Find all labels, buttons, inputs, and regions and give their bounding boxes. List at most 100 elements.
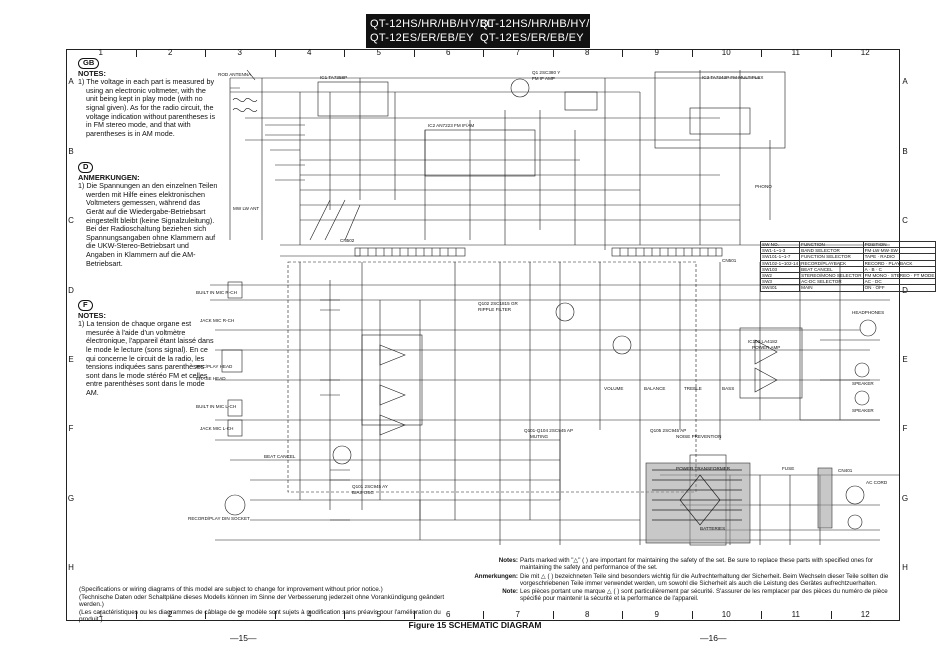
column-divider (344, 611, 345, 619)
function-table-cell: ON · OFF (862, 284, 937, 292)
row-letter: A (902, 77, 908, 87)
cn401-label: CN401 (838, 468, 853, 473)
spec-note-en: (Specifications or wiring diagrams of th… (79, 586, 383, 593)
column-divider (761, 611, 762, 619)
column-divider (691, 611, 693, 619)
column-number: 5 (376, 48, 381, 57)
column-number: 10 (721, 610, 731, 619)
column-divider (205, 49, 206, 57)
q1-label: Q1 2SC380 Y (532, 70, 560, 75)
notes-f: F NOTES: 1) La tension de chaque organe … (78, 300, 218, 398)
safety-note-en: Notes: Parts marked with "△" ( ) are imp… (466, 557, 906, 572)
column-number: 9 (654, 48, 659, 57)
column-number: 6 (446, 48, 451, 57)
safety-note-de-text: Die mit △ ( ) bezeichneten Teile sind be… (520, 572, 889, 587)
bass-label: BASS (722, 386, 734, 391)
spec-note-fr: (Les caractéristiques ou les diagrammes … (79, 608, 441, 624)
function-table-cell: RECORD/PLAYBACK (799, 259, 864, 267)
function-table-cell: FM MONO · STEREO · FT MODE (862, 271, 937, 280)
fuse-label: FUSE (782, 466, 794, 471)
function-table-cell: AC · DC (862, 278, 937, 286)
model-title-line1-left: QT-12HS/HR/HB/HY/BL (370, 18, 494, 30)
model-title-line2-left: QT-12ES/ER/EB/EY (370, 32, 474, 44)
spec-note-de: (Technische Daten oder Schaltpläne diese… (79, 593, 445, 609)
function-table-cell: SW401 (759, 284, 801, 292)
column-divider (274, 49, 276, 57)
ic2-label: IC2 AN7223 FM IF/AM (428, 123, 474, 128)
q1-note: FM IF AMP (532, 76, 555, 81)
erase-head-label: ERASE HEAD (196, 376, 226, 381)
column-divider (66, 49, 67, 57)
notes-gb-heading: NOTES: (78, 68, 106, 78)
page-number-right: —16— (700, 633, 727, 643)
ac-cord-label: AC CORD (866, 480, 888, 485)
column-divider (830, 611, 832, 619)
column-divider (552, 611, 554, 619)
figure-caption: Figure 15 SCHEMATIC DIAGRAM (408, 620, 542, 630)
row-letter: H (902, 563, 908, 573)
q101-104-label: Q101-Q104 2SC945 AP (524, 428, 573, 433)
column-divider (691, 49, 693, 57)
jack-mic-l-label: JACK MIC L-CH (200, 426, 233, 431)
volume-label: VOLUME (604, 386, 623, 391)
safety-note-en-text: Parts marked with "△" ( ) are important … (520, 557, 874, 572)
column-number: 3 (237, 48, 242, 57)
balance-label: BALANCE (644, 386, 665, 391)
column-number: 4 (307, 48, 312, 57)
ic3-label: IC3 TA7343P FM MULTIPLEX (702, 75, 763, 80)
column-number: 5 (376, 610, 381, 619)
safety-shaded-area (645, 462, 751, 544)
column-number: 11 (791, 48, 800, 57)
cn501-label: CN501 (722, 258, 737, 263)
column-number: 2 (168, 610, 173, 619)
notes-d-heading: ANMERKUNGEN: (78, 172, 140, 182)
row-letter: G (67, 493, 75, 503)
safety-note-de-label: Anmerkungen: (474, 572, 518, 580)
safety-notes: Notes: Parts marked with "△" ( ) are imp… (466, 557, 906, 604)
function-table-cell: AC-DC SELECTOR (799, 278, 864, 286)
row-letter: F (68, 424, 74, 434)
built-in-mic-l-label: BUILT IN MIC L-CH (196, 404, 236, 409)
column-divider (413, 611, 415, 619)
function-table-cell: A · B · C (862, 265, 937, 274)
column-number: 11 (791, 610, 800, 619)
row-letter: F (902, 424, 908, 434)
function-table-cell: TAPE · RADIO (862, 253, 937, 261)
column-number: 8 (585, 610, 590, 619)
function-table-cell: STEREO/MONO SELECTOR (799, 271, 864, 280)
phono-label: PHONO (755, 184, 772, 189)
column-number: 1 (98, 610, 103, 619)
notes-f-text: 1) La tension de chaque organe est mesur… (78, 319, 214, 397)
column-divider (205, 611, 206, 619)
column-number: 10 (721, 48, 731, 57)
column-divider (622, 611, 623, 619)
speaker-r-label: SPEAKER (852, 381, 874, 386)
muting-label: MUTING (530, 434, 549, 439)
row-letter: H (68, 563, 74, 573)
row-letter: B (902, 146, 908, 156)
power-transformer-label: POWER TRANSFORMER (676, 466, 731, 471)
cn502-label: CN502 (340, 238, 355, 243)
q101-note: BIAS OSC (352, 490, 374, 495)
notes-f-heading: NOTES: (78, 310, 106, 320)
speaker-l-label: SPEAKER (852, 408, 874, 413)
row-letter: A (68, 77, 74, 87)
column-divider (761, 49, 762, 57)
safety-note-fr: Note: Les pièces portant une marque △ ( … (466, 588, 906, 603)
notes-d-text: 1) Die Spannungen an den einzelnen Teile… (78, 181, 218, 268)
jack-mic-r-label: JACK MIC R-CH (200, 318, 234, 323)
column-number: 4 (307, 610, 312, 619)
treble-label: TREBLE (684, 386, 702, 391)
column-number: 12 (860, 610, 870, 619)
row-letter: E (902, 354, 908, 364)
ic103-note: POWER AMP (752, 345, 780, 350)
notes-gb-flag: GB (78, 58, 100, 69)
column-number: 2 (168, 48, 173, 57)
column-number: 6 (446, 610, 451, 619)
